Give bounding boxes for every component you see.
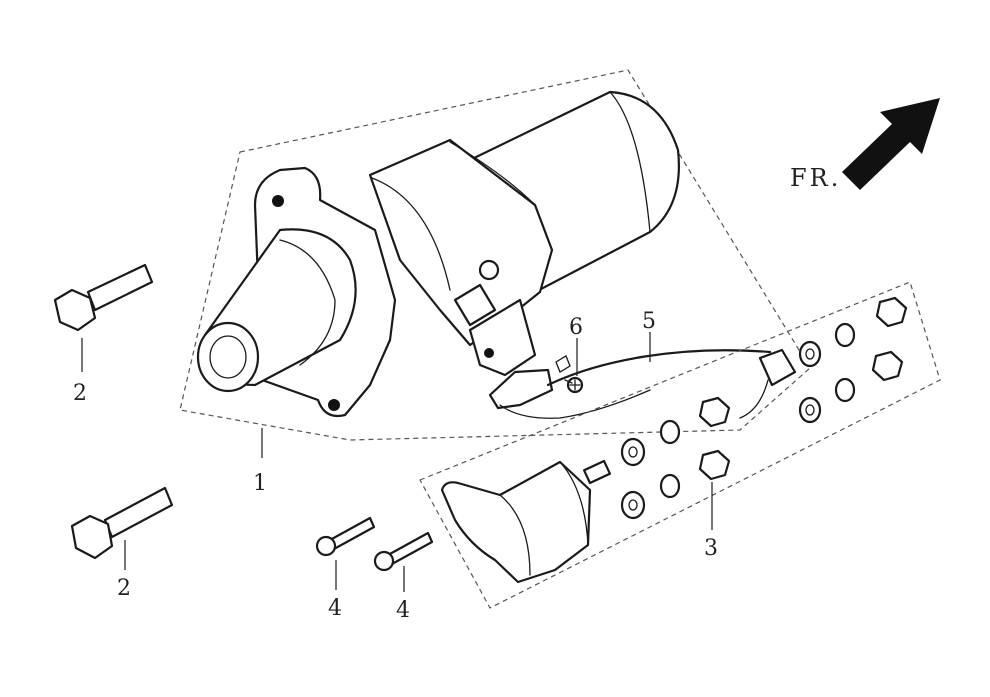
- solenoid: [440, 459, 612, 584]
- lead-wire: [488, 348, 797, 419]
- starter-motor: [196, 90, 680, 418]
- screw-right: [373, 531, 434, 572]
- callout-small-screw: 6: [569, 315, 583, 340]
- starter-group-outline: [179, 69, 811, 441]
- front-arrow-icon: [842, 98, 940, 190]
- washers-and-nuts: [620, 296, 908, 520]
- callout-screw-right: 4: [396, 598, 410, 623]
- flange-bolt-upper: [53, 263, 154, 332]
- flange-bolt-lower: [70, 486, 174, 560]
- front-direction-label: FR.: [790, 164, 841, 192]
- callout-lead-wire: 5: [642, 309, 656, 334]
- callout-flange-bolt-lower: 2: [117, 576, 131, 601]
- front-direction-indicator: FR.: [790, 98, 940, 192]
- callout-flange-bolt-upper: 2: [73, 381, 87, 406]
- callout-starter-motor: 1: [253, 471, 267, 496]
- solenoid-group-outline: [419, 281, 941, 609]
- screw-left: [315, 516, 376, 557]
- small-screw: [555, 355, 584, 394]
- callout-solenoid-kit: 3: [704, 536, 718, 561]
- callout-screw-left: 4: [328, 596, 342, 621]
